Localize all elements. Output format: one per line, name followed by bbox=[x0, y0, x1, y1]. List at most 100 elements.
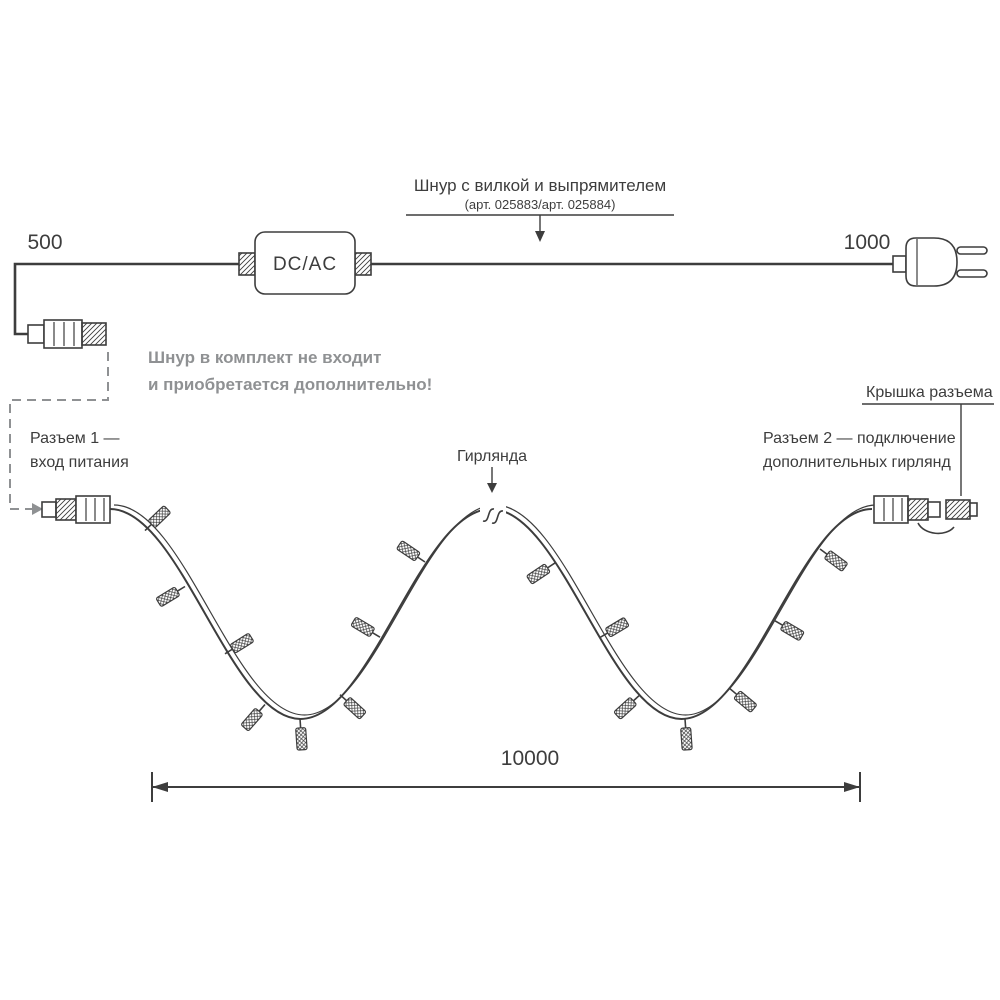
euro-plug bbox=[892, 237, 988, 287]
garland-label-callout: Гирлянда bbox=[457, 448, 527, 493]
dcac-left-nub bbox=[238, 252, 256, 276]
connector1-label-line2: вход питания bbox=[30, 454, 129, 471]
dimension-arrow-right bbox=[844, 782, 860, 792]
led-bulb-stem bbox=[417, 556, 426, 563]
led-bulb bbox=[295, 718, 308, 751]
cap-label: Крышка разъема bbox=[866, 384, 993, 401]
connector-2 bbox=[873, 495, 941, 524]
led-bulb bbox=[613, 694, 641, 720]
break-squiggle-2 bbox=[491, 510, 504, 524]
connector1-ribs bbox=[85, 498, 105, 521]
dimension-10000-label: 10000 bbox=[501, 747, 559, 770]
connector-body bbox=[43, 319, 83, 349]
led-bulb-stem bbox=[819, 548, 828, 556]
garland-strand-2 bbox=[113, 504, 877, 716]
led-bulb bbox=[819, 548, 848, 572]
garland-label: Гирлянда bbox=[457, 448, 527, 465]
led-bulb bbox=[156, 585, 186, 607]
cord-subtitle-label: (арт. 025883/арт. 025884) bbox=[465, 197, 616, 212]
led-bulb-stem bbox=[176, 585, 186, 592]
led-bulb-body bbox=[824, 550, 848, 572]
led-bulb bbox=[526, 562, 556, 585]
dcac-box-body bbox=[254, 231, 356, 295]
led-bulb-stem bbox=[632, 694, 641, 702]
plug-body bbox=[905, 237, 958, 287]
cord-callout: Шнур с вилкой и выпрямителем (арт. 02588… bbox=[406, 176, 674, 242]
led-bulb-body bbox=[680, 727, 693, 751]
dashed-line-arrowhead bbox=[32, 503, 43, 515]
cap-body bbox=[945, 499, 971, 520]
dcac-label: DC/AC bbox=[273, 254, 337, 275]
led-bulb bbox=[396, 540, 426, 563]
garland-strand-1 bbox=[109, 507, 873, 721]
note-line2: и приобретается дополнительно! bbox=[148, 375, 432, 394]
dashed-connection-line bbox=[9, 352, 109, 510]
wire-break-mark bbox=[480, 498, 506, 524]
cord-callout-arrowhead bbox=[535, 231, 545, 242]
connector-tip bbox=[81, 322, 107, 346]
led-bulb-stem bbox=[774, 620, 784, 627]
led-bulb-body bbox=[396, 540, 421, 561]
led-bulb-stem bbox=[299, 718, 302, 728]
led-bulb-body bbox=[343, 697, 367, 720]
connector2-label: Разъем 2 — подключение дополнительных ги… bbox=[763, 430, 956, 471]
plug-pin-top bbox=[956, 246, 988, 255]
garland-wire bbox=[109, 504, 877, 721]
led-bulb-body bbox=[605, 617, 630, 638]
led-bulb-body bbox=[241, 708, 263, 731]
connector1-label: Разъем 1 — вход питания bbox=[30, 430, 129, 471]
led-bulb-body bbox=[295, 727, 308, 751]
led-bulb-body bbox=[230, 633, 254, 654]
connector2-ribs bbox=[883, 498, 903, 521]
led-bulbs-group bbox=[144, 505, 848, 751]
note-line1: Шнур в комплект не входит bbox=[148, 348, 381, 367]
led-bulb-body bbox=[733, 690, 757, 713]
led-bulb-body bbox=[350, 617, 375, 637]
connector1-tip bbox=[41, 501, 57, 518]
led-bulb-stem bbox=[729, 688, 738, 696]
connector-cap bbox=[917, 499, 978, 535]
led-bulb bbox=[241, 703, 266, 731]
connector-1 bbox=[41, 495, 111, 524]
led-bulb bbox=[339, 694, 367, 720]
led-bulb bbox=[599, 617, 630, 639]
connector2-label-line2: дополнительных гирлянд bbox=[763, 454, 951, 471]
cord-title-label: Шнур с вилкой и выпрямителем bbox=[414, 176, 666, 195]
connector-ribs bbox=[53, 322, 75, 346]
led-bulb bbox=[350, 617, 381, 638]
garland-arrowhead bbox=[487, 483, 497, 493]
cord-note: Шнур в комплект не входит и приобретаетс… bbox=[148, 348, 432, 394]
led-bulb-body bbox=[780, 621, 805, 641]
connector1-label-line1: Разъем 1 — bbox=[30, 430, 120, 447]
power-input-connector bbox=[27, 319, 107, 349]
connector2-tip bbox=[927, 501, 941, 518]
led-bulb-stem bbox=[144, 523, 153, 532]
cord-left-segment bbox=[13, 262, 239, 336]
led-bulb-body bbox=[526, 563, 551, 585]
connector2-hatch bbox=[907, 498, 929, 521]
led-bulb-stem bbox=[224, 648, 234, 655]
connector1-hatch bbox=[55, 498, 77, 521]
led-bulb-stem bbox=[339, 694, 348, 702]
led-bulb bbox=[774, 620, 805, 641]
led-bulb-body bbox=[148, 505, 171, 528]
led-bulb-stem bbox=[371, 631, 381, 638]
led-bulb bbox=[680, 718, 693, 751]
led-bulb bbox=[144, 505, 171, 532]
cap-label-callout: Крышка разъема bbox=[862, 384, 994, 496]
led-bulb-stem bbox=[684, 718, 687, 728]
plug-pin-bottom bbox=[956, 269, 988, 278]
dimension-arrow-left bbox=[152, 782, 168, 792]
dimension-1000-label: 1000 bbox=[844, 231, 891, 254]
led-bulb bbox=[224, 633, 254, 655]
cap-leash-wire bbox=[917, 522, 955, 535]
dimension-line-10000: 10000 bbox=[151, 747, 861, 802]
connector2-label-line1: Разъем 2 — подключение bbox=[763, 430, 956, 447]
led-bulb-stem bbox=[258, 703, 266, 712]
dimension-500-label: 500 bbox=[27, 231, 62, 254]
connector2-body bbox=[873, 495, 909, 524]
connector-collar bbox=[27, 324, 45, 344]
led-bulb-body bbox=[156, 587, 180, 607]
